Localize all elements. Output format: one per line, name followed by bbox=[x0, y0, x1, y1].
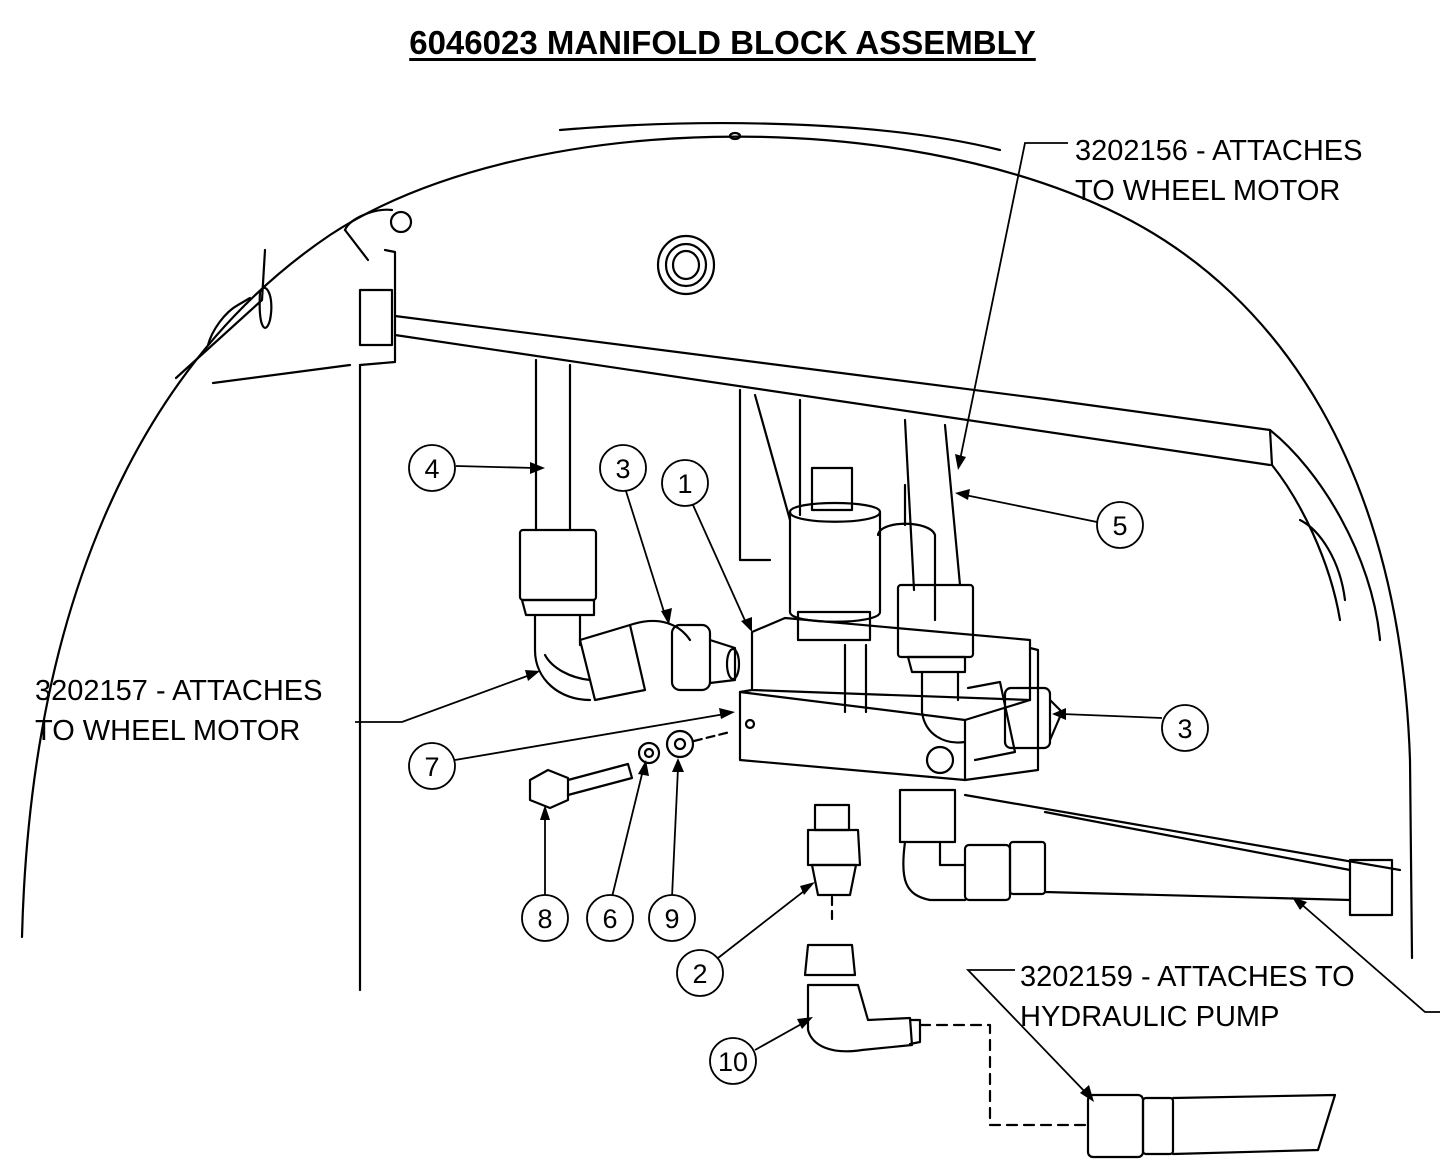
balloon-3-left bbox=[599, 444, 647, 492]
balloon-4 bbox=[408, 444, 456, 492]
lower-hose bbox=[898, 788, 1402, 917]
balloon-3-right bbox=[1161, 704, 1209, 752]
balloon-6-label: 6 bbox=[602, 904, 617, 934]
flat-washer-9 bbox=[665, 729, 695, 759]
balloon-9-label: 9 bbox=[664, 904, 679, 934]
balloon-8 bbox=[521, 894, 569, 942]
balloon-1-label: 1 bbox=[677, 469, 692, 499]
balloon-7 bbox=[408, 742, 456, 790]
pump-hose-end bbox=[1086, 1093, 1337, 1159]
callout-3202159-line1: 3202159 - ATTACHES TO bbox=[1020, 961, 1355, 993]
lock-washer-6 bbox=[637, 741, 661, 765]
balloon-10 bbox=[709, 1037, 757, 1085]
adapter-fitting-2 bbox=[806, 803, 862, 922]
balloon-10-label: 10 bbox=[718, 1047, 748, 1077]
balloon-5-label: 5 bbox=[1112, 511, 1127, 541]
left-frame-panel bbox=[174, 208, 413, 992]
bolt-8 bbox=[528, 762, 634, 810]
leader-lines bbox=[355, 142, 1440, 1102]
balloon-1 bbox=[661, 459, 709, 507]
hose-4 bbox=[518, 358, 598, 702]
callout-3202156-line2: TO WHEEL MOTOR bbox=[1075, 175, 1340, 207]
balloon-8-label: 8 bbox=[537, 904, 552, 934]
balloon-2-label: 2 bbox=[692, 959, 707, 989]
detail-view-boundary bbox=[20, 135, 1414, 960]
elbow-fitting-10 bbox=[803, 943, 1087, 1127]
callout-3202156-line1: 3202156 - ATTACHES bbox=[1075, 135, 1362, 167]
elbow-fitting-3-left bbox=[578, 620, 741, 702]
balloon-9 bbox=[648, 894, 696, 942]
callout-3202159-line2: HYDRAULIC PUMP bbox=[1020, 1001, 1279, 1033]
balloon-6 bbox=[586, 894, 634, 942]
callout-3202157-line1: 3202157 - ATTACHES bbox=[35, 675, 322, 707]
hose-5 bbox=[896, 418, 975, 744]
balloon-5 bbox=[1096, 501, 1144, 549]
balloon-3-left-label: 3 bbox=[615, 454, 630, 484]
balloon-3-right-label: 3 bbox=[1177, 714, 1192, 744]
elbow-fitting-3-right bbox=[966, 680, 1064, 762]
callout-3202157-line2: TO WHEEL MOTOR bbox=[35, 715, 300, 747]
second-valve bbox=[876, 483, 937, 622]
manifold-block-1 bbox=[738, 616, 1040, 782]
balloon-2 bbox=[676, 949, 724, 997]
drawing-title: 6046023 MANIFOLD BLOCK ASSEMBLY bbox=[409, 24, 1036, 61]
cartridge-valve bbox=[788, 466, 882, 642]
right-frame-bracket bbox=[1268, 428, 1382, 642]
balloon-4-label: 4 bbox=[424, 454, 439, 484]
balloon-7-label: 7 bbox=[424, 752, 439, 782]
threaded-port bbox=[656, 234, 716, 296]
